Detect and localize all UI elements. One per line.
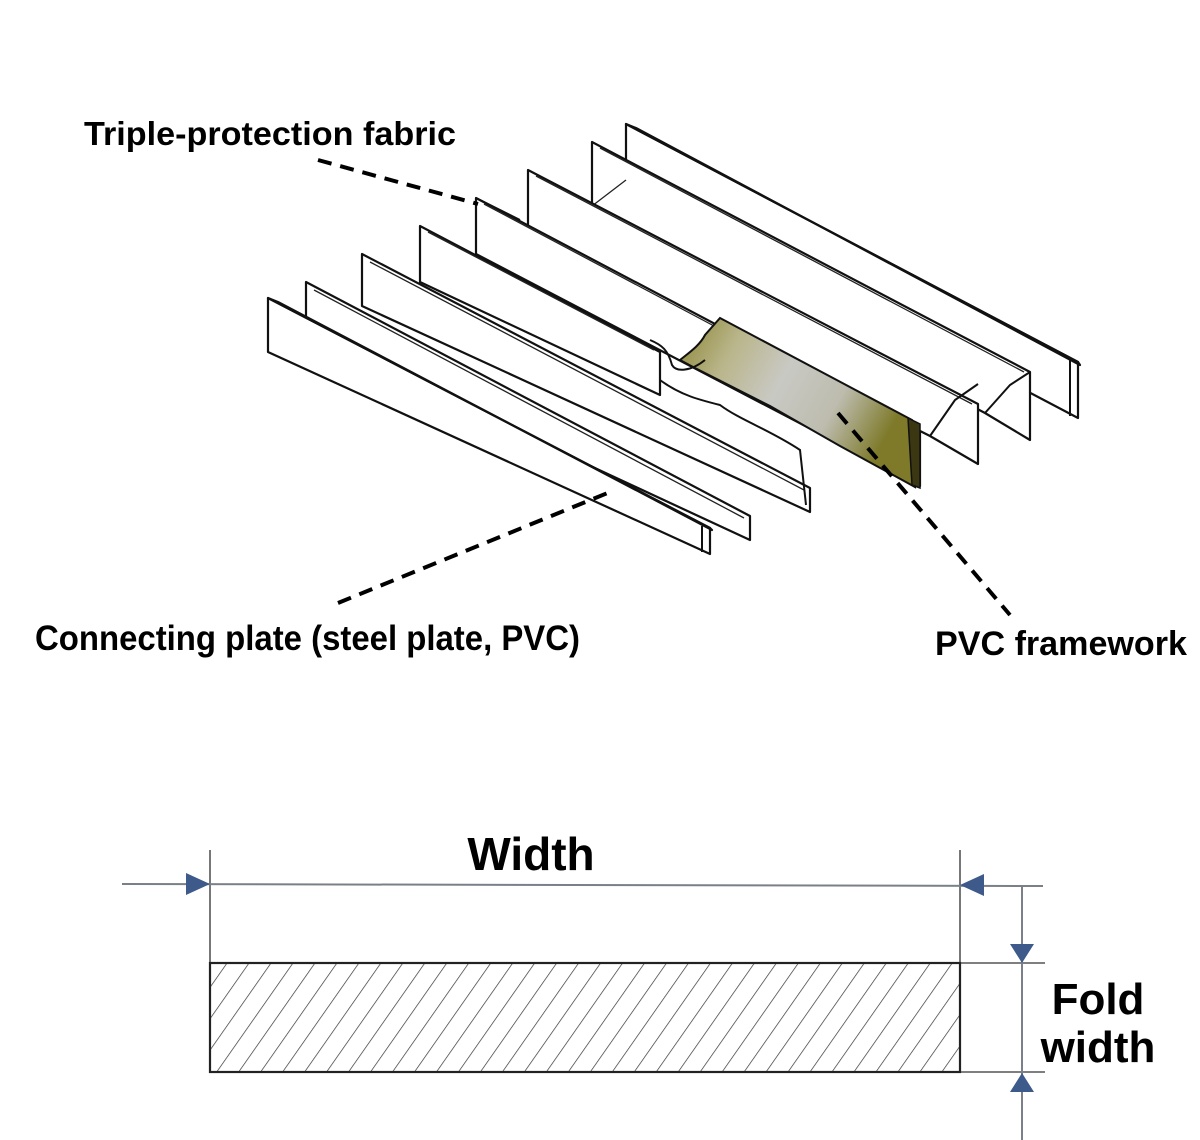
width-arrow-right [960, 874, 984, 896]
fabric-label: Triple-protection fabric [84, 115, 456, 152]
connecting-plate-label: Connecting plate (steel plate, PVC) [35, 619, 580, 658]
fold-width-label-line2: width [1040, 1023, 1156, 1072]
dimension-drawing: Width Fold width [121, 828, 1156, 1140]
pvc-framework-insert [649, 316, 921, 490]
width-arrow-left [186, 873, 210, 895]
width-dimension-line [121, 883, 1044, 887]
fold-arrow-bottom [1010, 1073, 1034, 1092]
end-plate-front [266, 296, 714, 556]
pleat-folds [304, 140, 1032, 542]
width-label: Width [467, 828, 594, 880]
fold-width-label-line1: Fold [1052, 975, 1145, 1024]
fabric-leader-line [317, 158, 479, 206]
connecting-plate-leader-line [337, 490, 611, 605]
pvc-framework-label: PVC framework [935, 625, 1187, 663]
bellows-illustration [266, 122, 1082, 556]
fold-arrow-top [1010, 944, 1034, 963]
fold-cross-section [208, 961, 962, 1074]
